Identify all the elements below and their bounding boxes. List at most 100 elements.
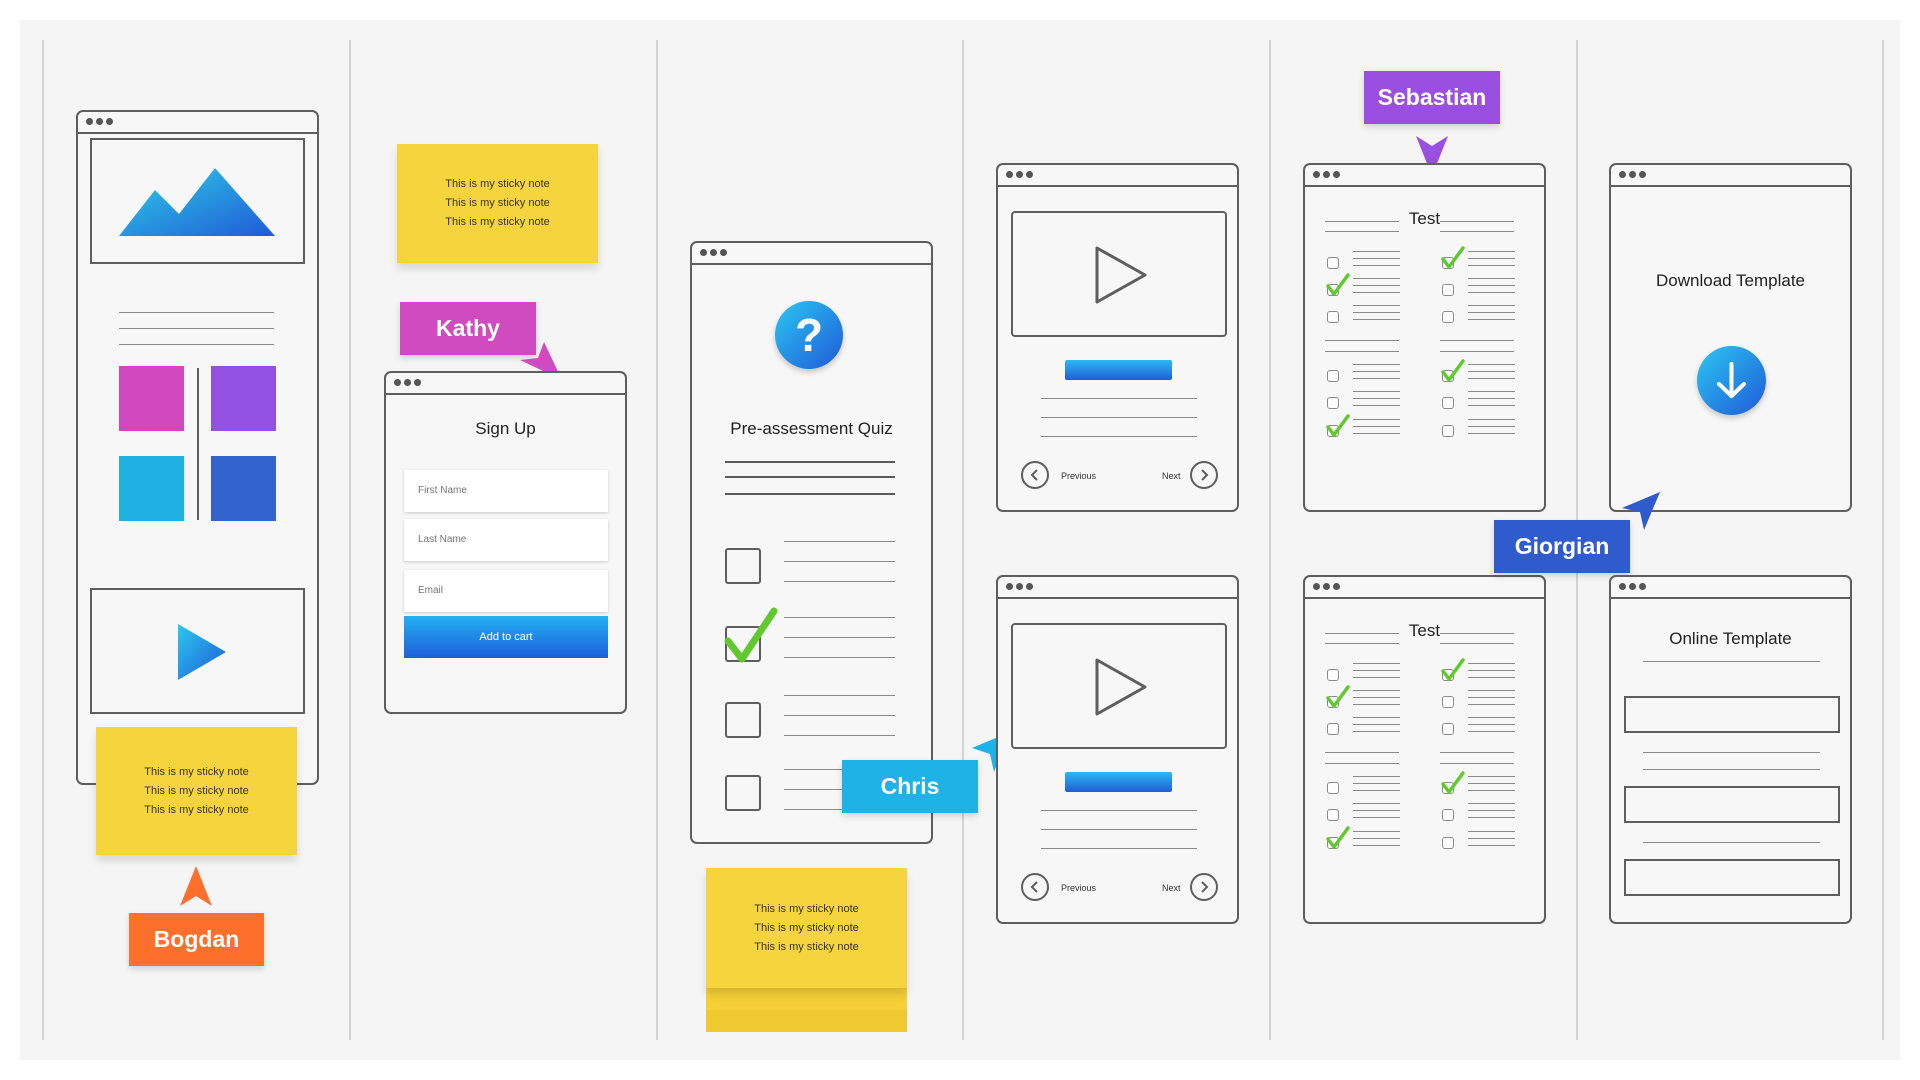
- text-line: [1325, 351, 1399, 352]
- text-line: [1041, 398, 1197, 399]
- next-button[interactable]: [1190, 873, 1218, 901]
- sticky-stack-layer: [706, 986, 907, 1010]
- text-line: [784, 581, 895, 582]
- progress-bar[interactable]: [1065, 772, 1172, 792]
- play-icon: [1095, 658, 1147, 716]
- text-line: [1468, 790, 1515, 791]
- previous-button[interactable]: [1021, 461, 1049, 489]
- text-line: [1468, 724, 1515, 725]
- color-tile-magenta: [119, 366, 184, 431]
- text-line: [1353, 810, 1400, 811]
- sticky-note[interactable]: This is my sticky note This is my sticky…: [96, 727, 297, 855]
- previous-label: Previous: [1061, 883, 1097, 893]
- download-button[interactable]: [1697, 346, 1766, 415]
- answer-checkbox[interactable]: [725, 548, 761, 584]
- test-checkbox[interactable]: [1327, 669, 1339, 681]
- video-placeholder[interactable]: [90, 588, 305, 714]
- chevron-right-icon: [1201, 881, 1209, 893]
- test-checkbox[interactable]: [1327, 370, 1339, 382]
- test-checkbox[interactable]: [1327, 723, 1339, 735]
- text-line: [1353, 371, 1400, 372]
- text-line: [725, 476, 895, 478]
- add-to-cart-button[interactable]: Add to cart: [404, 616, 608, 658]
- text-line: [1468, 845, 1515, 846]
- color-tile-blue: [211, 456, 276, 521]
- progress-bar[interactable]: [1065, 360, 1172, 380]
- checkmark-icon: [1326, 826, 1350, 849]
- text-line: [1468, 810, 1515, 811]
- video-player-wireframe[interactable]: Previous Next: [996, 163, 1239, 512]
- signup-wireframe[interactable]: Sign Up Add to cart: [384, 371, 627, 714]
- template-input-box[interactable]: [1624, 696, 1840, 733]
- template-input-box[interactable]: [1624, 786, 1840, 823]
- sticky-note[interactable]: This is my sticky note This is my sticky…: [397, 144, 598, 263]
- next-button[interactable]: [1190, 461, 1218, 489]
- sticky-note[interactable]: This is my sticky note This is my sticky…: [706, 868, 907, 988]
- text-line: [784, 715, 895, 716]
- test-checkbox[interactable]: [1327, 782, 1339, 794]
- text-line: [1468, 258, 1515, 259]
- text-line: [1468, 405, 1515, 406]
- first-name-field[interactable]: [404, 470, 608, 512]
- email-field[interactable]: [404, 570, 608, 612]
- text-line: [1353, 391, 1400, 392]
- test-wireframe[interactable]: Test: [1303, 575, 1546, 924]
- text-line: [1468, 817, 1515, 818]
- sticky-note-line: This is my sticky note: [144, 784, 249, 797]
- test-checkbox[interactable]: [1442, 723, 1454, 735]
- landing-page-wireframe[interactable]: [76, 110, 319, 785]
- test-checkbox[interactable]: [1442, 809, 1454, 821]
- column-divider: [1882, 40, 1884, 1040]
- text-line: [1468, 838, 1515, 839]
- test-wireframe[interactable]: Test: [1303, 163, 1546, 512]
- video-frame[interactable]: [1011, 211, 1227, 337]
- test-checkbox[interactable]: [1327, 257, 1339, 269]
- text-line: [1440, 340, 1514, 341]
- test-checkbox[interactable]: [1442, 837, 1454, 849]
- test-checkbox[interactable]: [1442, 425, 1454, 437]
- chevron-left-icon: [1030, 881, 1038, 893]
- whiteboard-canvas[interactable]: This is my sticky note This is my sticky…: [20, 20, 1900, 1060]
- text-line: [1353, 265, 1400, 266]
- answer-checkbox[interactable]: [725, 702, 761, 738]
- quiz-title: Pre-assessment Quiz: [730, 419, 893, 438]
- template-input-box[interactable]: [1624, 859, 1840, 896]
- video-frame[interactable]: [1011, 623, 1227, 749]
- text-line: [1468, 251, 1515, 252]
- text-line: [1353, 690, 1400, 691]
- sticky-stack-layer: [706, 1010, 907, 1032]
- last-name-field[interactable]: [404, 519, 608, 561]
- text-line: [1353, 285, 1400, 286]
- text-line: [1468, 670, 1515, 671]
- online-template-wireframe[interactable]: Online Template: [1609, 575, 1852, 924]
- question-icon: ?: [775, 301, 843, 369]
- answer-checkbox[interactable]: [725, 775, 761, 811]
- test-checkbox[interactable]: [1442, 397, 1454, 409]
- text-line: [1468, 391, 1515, 392]
- text-line: [1353, 677, 1400, 678]
- test-checkbox[interactable]: [1327, 397, 1339, 409]
- text-line: [1041, 848, 1197, 849]
- quiz-wireframe[interactable]: ? Pre-assessment Quiz: [690, 241, 933, 844]
- test-checkbox[interactable]: [1442, 311, 1454, 323]
- column-divider: [656, 40, 658, 1040]
- previous-button[interactable]: [1021, 873, 1049, 901]
- signup-title: Sign Up: [475, 419, 536, 438]
- download-arrow-icon: [1717, 362, 1746, 398]
- test-checkbox[interactable]: [1442, 284, 1454, 296]
- next-label: Next: [1162, 471, 1181, 481]
- text-line: [1353, 845, 1400, 846]
- test-checkbox[interactable]: [1442, 696, 1454, 708]
- video-player-wireframe[interactable]: Previous Next: [996, 575, 1239, 924]
- text-line: [1353, 378, 1400, 379]
- text-line: [1353, 697, 1400, 698]
- test-checkbox[interactable]: [1327, 311, 1339, 323]
- online-template-title: Online Template: [1669, 629, 1792, 648]
- test-checkbox[interactable]: [1327, 809, 1339, 821]
- text-line: [1643, 769, 1820, 770]
- text-line: [1353, 776, 1400, 777]
- text-line: [784, 637, 895, 638]
- cursor-arrow-icon: [180, 866, 212, 906]
- download-template-wireframe[interactable]: Download Template: [1609, 163, 1852, 512]
- window-titlebar: [386, 373, 625, 395]
